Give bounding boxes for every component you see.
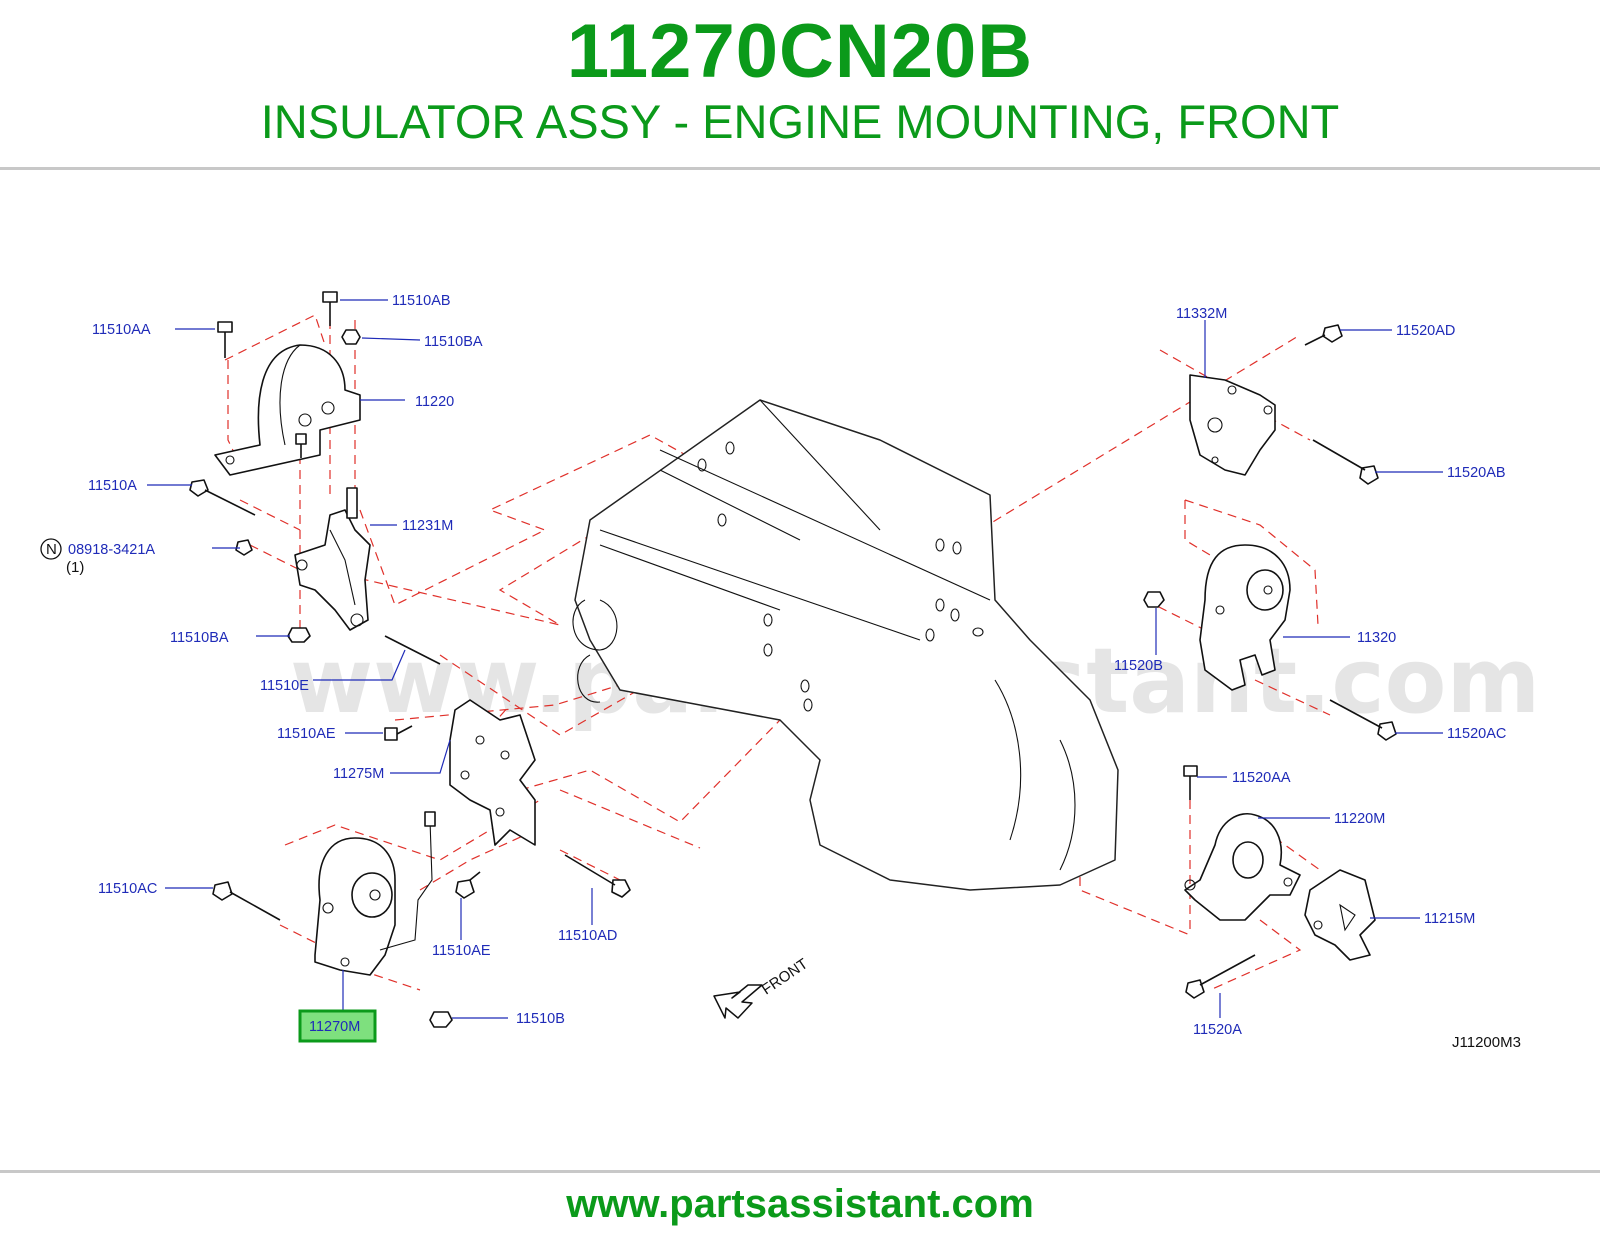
front-arrow-icon bbox=[713, 984, 763, 1019]
label-11510b[interactable]: 11510B bbox=[516, 1011, 565, 1027]
label-11220m[interactable]: 11220M bbox=[1334, 811, 1385, 827]
part-11332m-bracket bbox=[1189, 374, 1276, 476]
label-11320[interactable]: 11320 bbox=[1357, 630, 1396, 646]
label-11215m[interactable]: 11215M bbox=[1424, 911, 1475, 927]
label-11520b[interactable]: 11520B bbox=[1114, 658, 1163, 674]
label-11520aa[interactable]: 11520AA bbox=[1232, 770, 1291, 786]
part-11220m-mount bbox=[1184, 813, 1301, 921]
part-11220-mount bbox=[214, 344, 361, 476]
part-11215m-bracket bbox=[1304, 869, 1376, 961]
label-11275m[interactable]: 11275M bbox=[333, 766, 384, 782]
note-symbol: N bbox=[46, 541, 57, 558]
label-11510ba-lower[interactable]: 11510BA bbox=[170, 630, 229, 646]
label-11510ae-upper[interactable]: 11510AE bbox=[277, 726, 336, 742]
highlight-box-11270m bbox=[298, 1009, 377, 1043]
parts-diagram: www.partsassistant.com bbox=[40, 291, 1540, 1051]
part-11270m-insulator bbox=[314, 811, 436, 976]
label-11510a[interactable]: 11510A bbox=[88, 478, 137, 494]
label-11510e[interactable]: 11510E bbox=[260, 678, 309, 694]
part-description: INSULATOR ASSY - ENGINE MOUNTING, FRONT bbox=[260, 95, 1340, 148]
label-11520ad[interactable]: 11520AD bbox=[1396, 323, 1455, 339]
bolt-icon bbox=[189, 479, 441, 741]
label-11520a[interactable]: 11520A bbox=[1193, 1022, 1242, 1038]
label-11510ae-lower[interactable]: 11510AE bbox=[432, 943, 491, 959]
front-label: FRONT bbox=[759, 955, 811, 998]
note-quantity: (1) bbox=[66, 559, 84, 576]
bolt-icon bbox=[1143, 324, 1397, 999]
bolt-icon bbox=[217, 291, 361, 458]
bolt-icon bbox=[212, 854, 631, 1028]
label-11332m[interactable]: 11332M bbox=[1176, 306, 1227, 322]
label-11510ba-top[interactable]: 11510BA bbox=[424, 334, 483, 350]
label-11231m[interactable]: 11231M bbox=[402, 518, 453, 534]
label-11510aa[interactable]: 11510AA bbox=[92, 322, 151, 338]
label-11510ac[interactable]: 11510AC bbox=[98, 881, 157, 897]
label-11220[interactable]: 11220 bbox=[415, 394, 454, 410]
header-divider bbox=[0, 167, 1600, 170]
part-11275m-bracket bbox=[449, 699, 536, 846]
page-header: 11270CN20B INSULATOR ASSY - ENGINE MOUNT… bbox=[0, 0, 1600, 170]
part-11231m-bracket bbox=[294, 487, 371, 631]
diagram-code: J11200M3 bbox=[1452, 1034, 1521, 1051]
label-11510ad[interactable]: 11510AD bbox=[558, 928, 617, 944]
label-11510ab[interactable]: 11510AB bbox=[392, 293, 451, 309]
footer-website-link[interactable]: www.partsassistant.com bbox=[566, 1182, 1034, 1226]
label-11520ab[interactable]: 11520AB bbox=[1447, 465, 1506, 481]
engine-block-drawing bbox=[572, 399, 1119, 891]
part-labels: 11510AA 11510AB 11510BA 11220 11510A 112… bbox=[40, 293, 1521, 1051]
note-n-circle-icon bbox=[40, 538, 62, 560]
part-number-title: 11270CN20B bbox=[566, 9, 1034, 94]
label-08918-3421a[interactable]: 08918-3421A bbox=[68, 542, 155, 558]
label-11520ac[interactable]: 11520AC bbox=[1447, 726, 1506, 742]
part-11320-mount bbox=[1199, 544, 1291, 691]
footer-divider bbox=[0, 1170, 1600, 1173]
label-11270m-highlighted[interactable]: 11270M bbox=[309, 1019, 360, 1035]
leader-lines bbox=[147, 299, 1443, 1019]
